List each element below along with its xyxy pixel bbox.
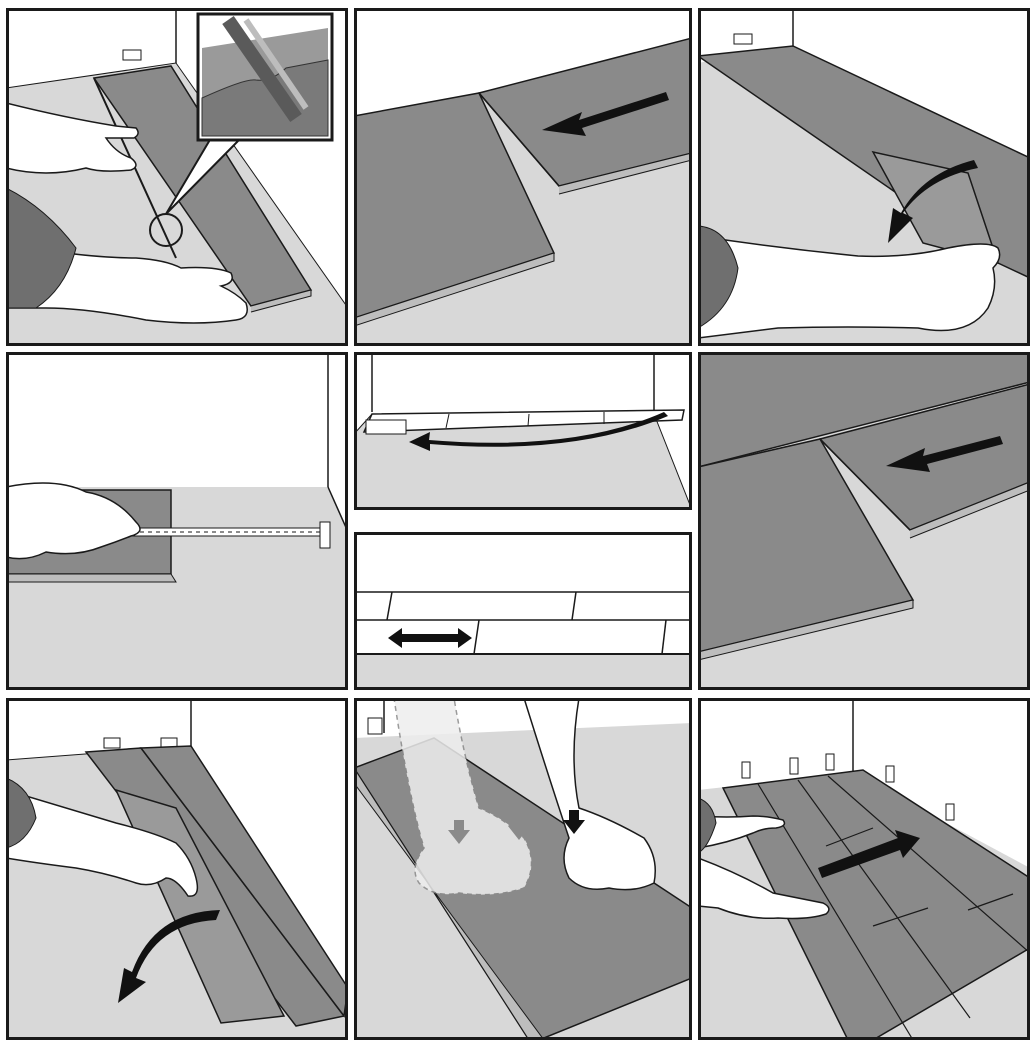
step-8-panel [6, 698, 348, 1040]
step-2-panel [354, 8, 692, 346]
step-1-illustration [6, 8, 348, 346]
step-10-illustration [698, 698, 1030, 1040]
step-9-panel [354, 698, 692, 1040]
step-4-panel [6, 352, 348, 690]
step-5-illustration [354, 352, 692, 510]
step-10-panel [698, 698, 1030, 1040]
step-3-illustration [698, 8, 1030, 346]
step-6-panel [354, 532, 692, 690]
step-2-illustration [354, 8, 692, 346]
step-6-illustration [354, 532, 692, 690]
step-8-illustration [6, 698, 348, 1040]
step-4-illustration [6, 352, 348, 690]
step-7-illustration [698, 352, 1030, 690]
step-3-panel [698, 8, 1030, 346]
offcut [366, 420, 406, 434]
spacer [320, 522, 330, 548]
floor [354, 654, 692, 690]
step-9-illustration [354, 698, 692, 1040]
step-7-panel [698, 352, 1030, 690]
step-1-panel [6, 8, 348, 346]
step-5-panel [354, 352, 692, 510]
